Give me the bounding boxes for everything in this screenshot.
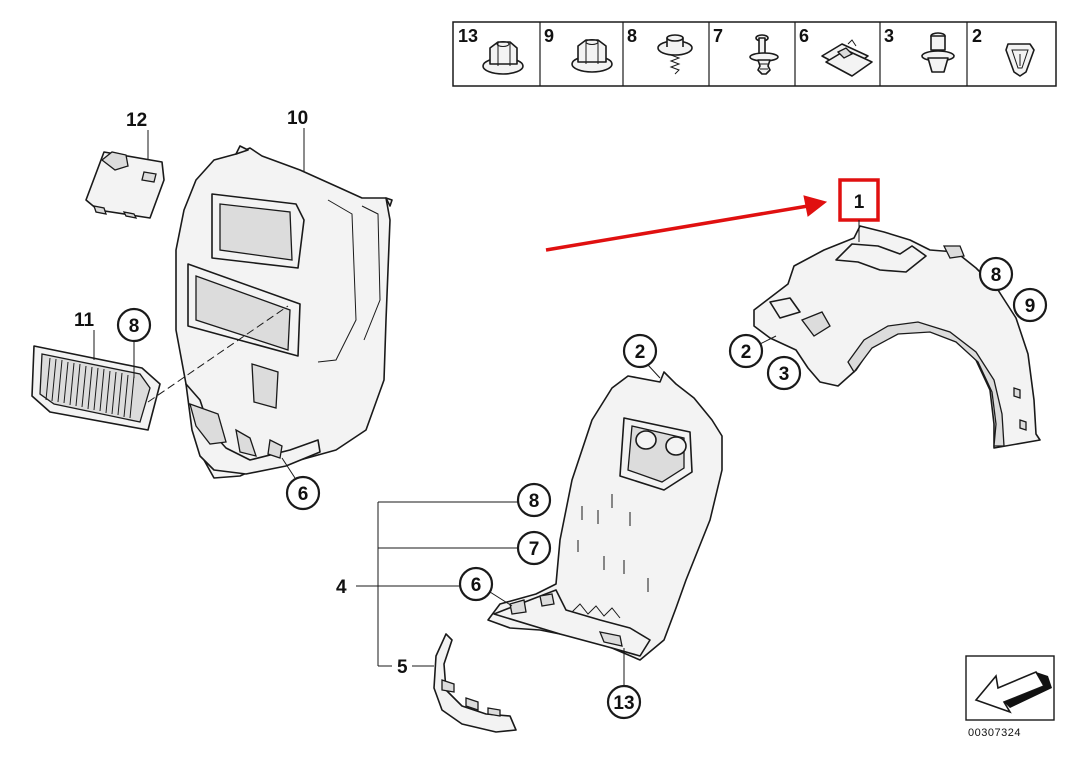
legend-number: 2 [972, 26, 982, 46]
callout-8a: 8 [129, 316, 140, 337]
cover-lid-part-12 [85, 151, 165, 219]
fastener-legend: 13 9 8 7 6 3 2 [452, 21, 1057, 87]
leader-bracket-4 [356, 501, 518, 667]
legend-number: 6 [799, 26, 809, 46]
callout-8c-circle [978, 256, 1014, 292]
wheel-arch-trim-part-4 [487, 371, 723, 661]
expanding-rivet-icon [921, 32, 955, 73]
callout-6a: 6 [298, 484, 309, 505]
callout-5: 5 [397, 657, 408, 678]
wheel-arch-liner-part-1 [753, 225, 1041, 449]
legend-number: 7 [713, 26, 723, 46]
legend-number: 8 [627, 26, 637, 46]
callout-8b-circle [516, 482, 552, 518]
callout-6b-circle [458, 566, 494, 602]
hex-nut-icon [571, 39, 613, 73]
callout-10: 10 [287, 108, 308, 129]
callout-6b: 6 [471, 575, 482, 596]
plastic-nut-icon [1005, 43, 1035, 77]
legend-number: 3 [884, 26, 894, 46]
callout-3: 3 [779, 364, 790, 385]
callout-8c: 8 [991, 265, 1002, 286]
spring-nut-icon [657, 34, 693, 75]
wheel-arch-cover-part-10 [175, 145, 393, 479]
u-clip-icon [821, 39, 873, 77]
callout-7-circle [516, 530, 552, 566]
direction-arrow-icon [965, 655, 1055, 721]
callout-9: 9 [1025, 296, 1036, 317]
callout-11: 11 [74, 310, 95, 331]
callout-8b: 8 [529, 491, 540, 512]
legend-number: 9 [544, 26, 554, 46]
callout-2a-circle [622, 333, 658, 369]
callout-4: 4 [336, 577, 347, 598]
drawing-number: 00307324 [968, 727, 1021, 739]
callout-2b: 2 [741, 342, 752, 363]
callout-6a-circle [285, 475, 321, 511]
callout-3-circle [766, 355, 802, 391]
callout-2b-circle [728, 333, 764, 369]
callout-9-circle [1012, 287, 1048, 323]
legend-number: 13 [458, 26, 478, 46]
flange-nut-icon [482, 41, 524, 75]
filter-grille-part-11 [31, 345, 161, 431]
callout-12: 12 [126, 110, 147, 131]
callout-1: 1 [854, 192, 865, 213]
callout-2a: 2 [635, 342, 646, 363]
callout-13: 13 [613, 693, 634, 714]
highlight-arrow [545, 195, 828, 252]
plastic-rivet-icon [749, 34, 779, 75]
callout-7: 7 [529, 539, 540, 560]
highlight-box [838, 178, 880, 222]
trim-strip-part-5 [433, 633, 517, 733]
